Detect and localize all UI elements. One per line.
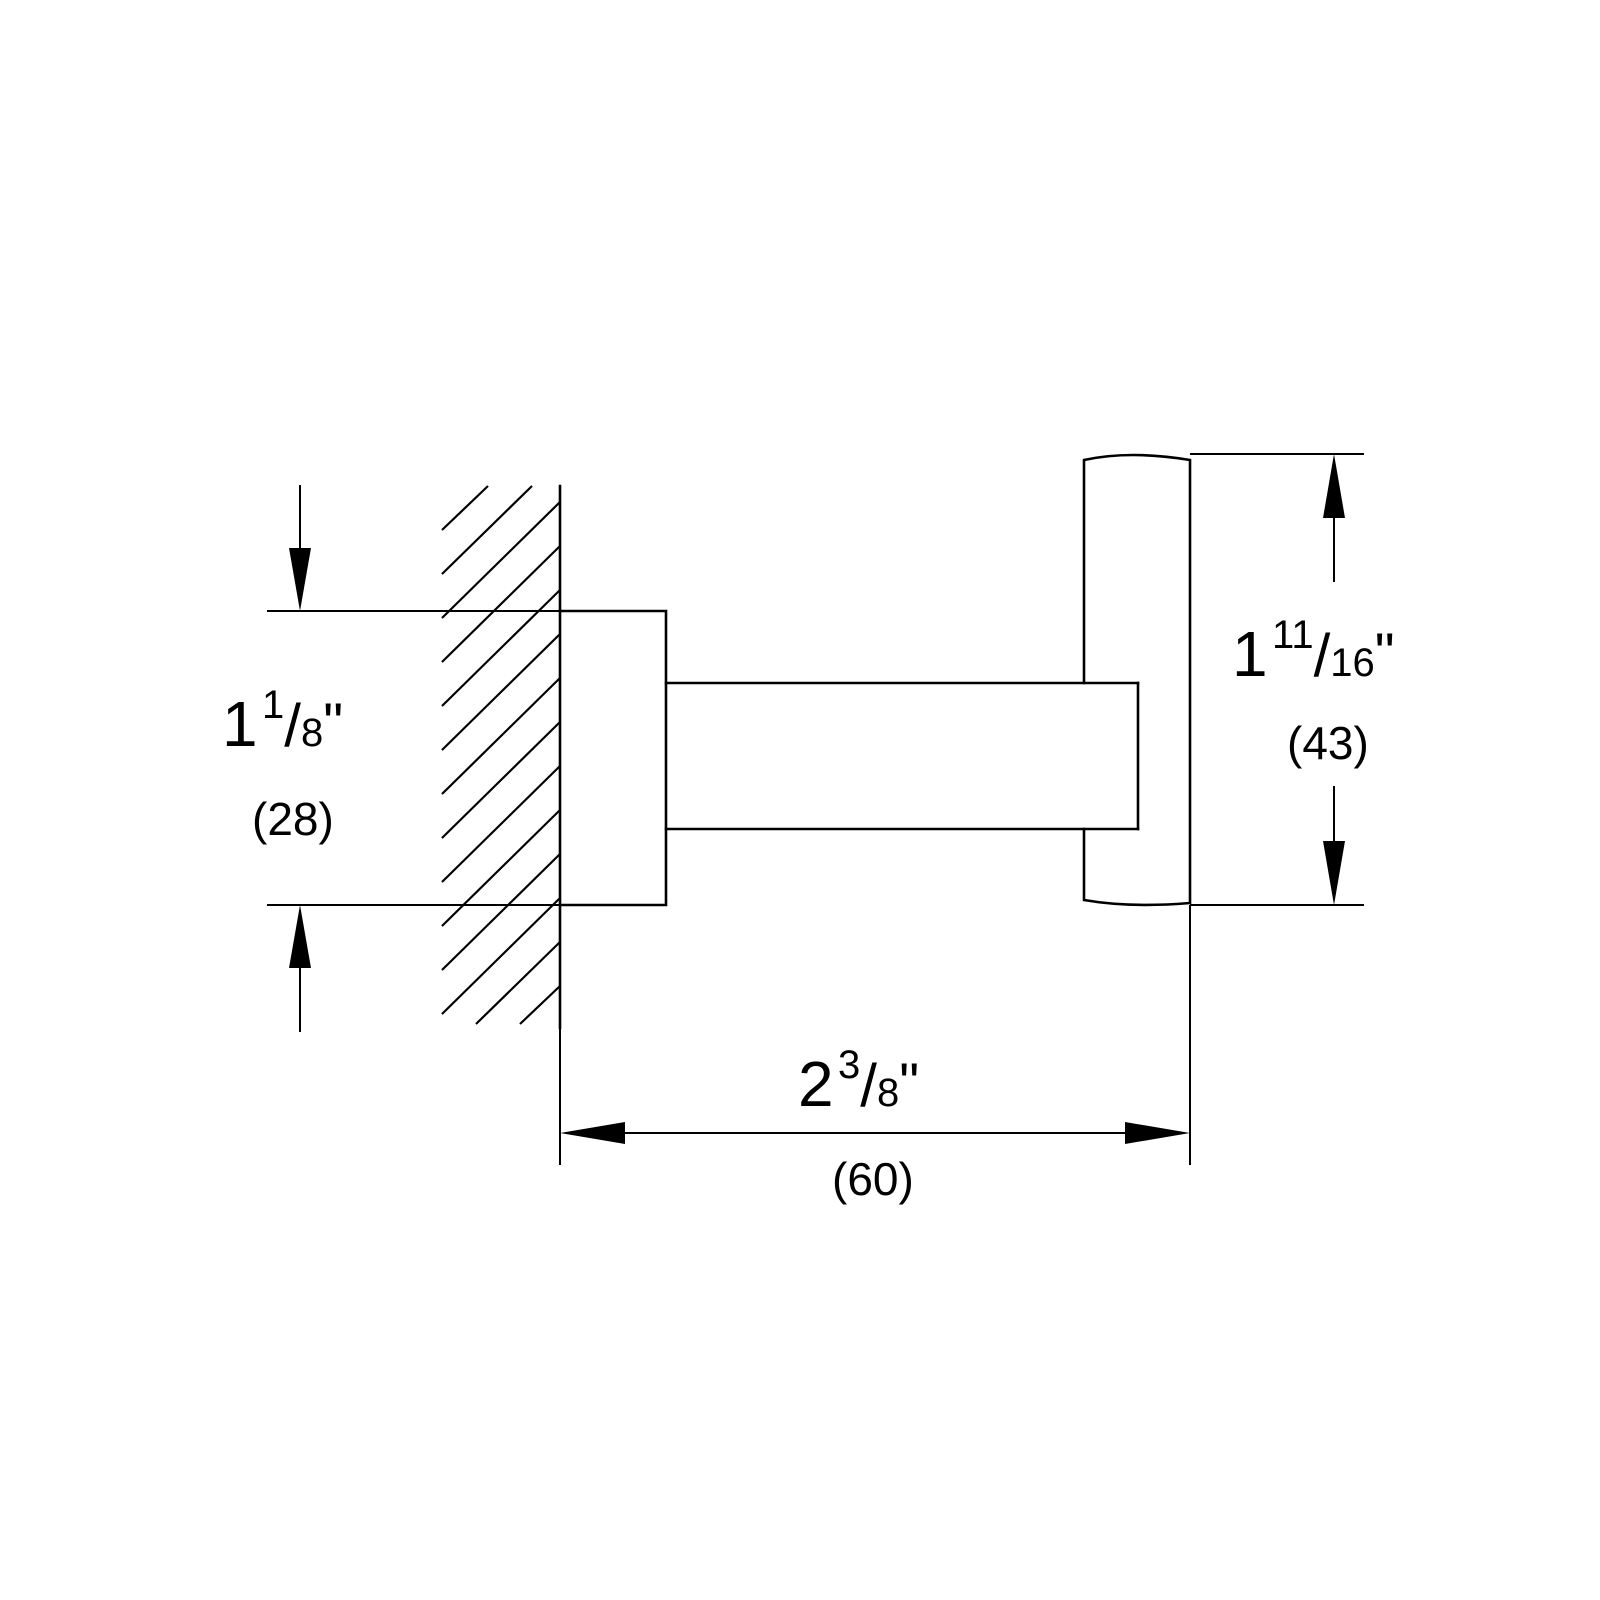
hook-arm — [664, 681, 1140, 831]
hook-height-label: 1 11/16" — [1232, 613, 1395, 690]
rosette — [558, 609, 668, 907]
hook-head — [1082, 453, 1192, 907]
total-depth-label: 2 3/8" — [798, 1043, 920, 1120]
rosette-height-dimension — [267, 485, 560, 1032]
rosette-height-metric: (28) — [252, 793, 334, 845]
arrow-down-icon — [1323, 841, 1345, 905]
hook-height-dimension — [1190, 453, 1364, 906]
total-depth-dimension — [559, 905, 1191, 1165]
wall — [441, 484, 562, 1030]
rosette-height-label: 1 1/8" — [222, 683, 344, 760]
arrow-up-icon — [289, 905, 311, 968]
wall-hatching — [441, 485, 561, 1025]
arrow-left-icon — [560, 1122, 625, 1144]
hook-height-metric: (43) — [1287, 717, 1369, 769]
total-depth-metric: (60) — [832, 1153, 914, 1205]
arrow-right-icon — [1125, 1122, 1190, 1144]
arrow-up-icon — [1323, 454, 1345, 518]
arrow-down-icon — [289, 548, 311, 611]
